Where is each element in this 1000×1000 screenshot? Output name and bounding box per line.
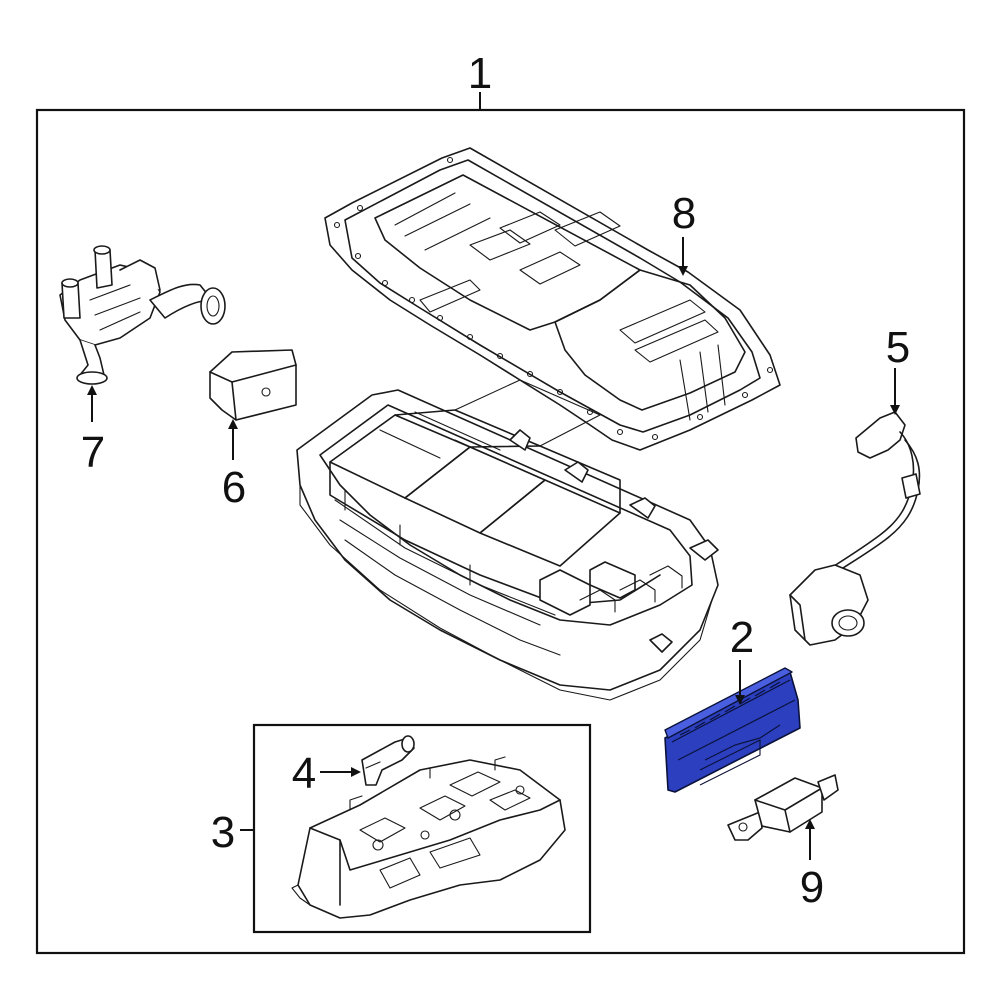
battery-control-module	[664, 667, 801, 793]
battery-tray-assembly	[296, 379, 719, 701]
callout-5: 5	[886, 323, 910, 372]
callout-3: 3	[211, 808, 235, 857]
battery-upper-cover	[324, 147, 781, 451]
callout-9: 9	[800, 863, 824, 912]
callout-6: 6	[222, 463, 246, 512]
callout-4: 4	[292, 749, 316, 798]
temperature-sensor	[361, 735, 415, 786]
coolant-hose-assembly	[59, 245, 226, 385]
callout-2: 2	[730, 613, 754, 662]
junction-box	[291, 756, 566, 919]
callout-1: 1	[468, 49, 492, 98]
callout-8: 8	[672, 189, 696, 238]
wiring-harness	[789, 411, 921, 646]
small-sensor	[727, 774, 839, 841]
subassembly-frame	[252, 723, 592, 934]
cover-block	[209, 349, 297, 421]
callout-7: 7	[81, 428, 105, 477]
assembly-frame	[35, 108, 966, 955]
